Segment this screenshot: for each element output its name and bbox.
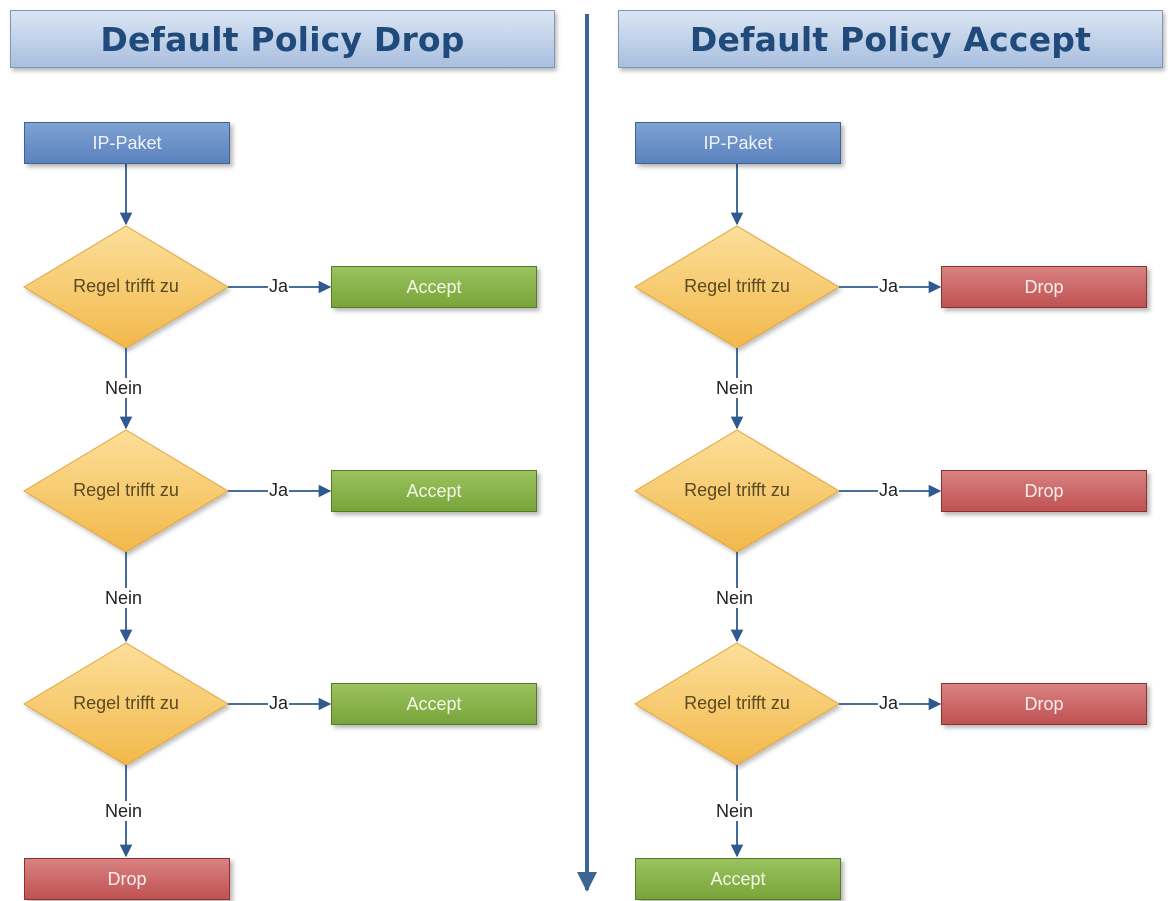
action-node-2-right: Drop xyxy=(941,470,1147,512)
default-action-node-left: Drop xyxy=(24,858,230,900)
action-node-1-right: Drop xyxy=(941,266,1147,308)
no-label-2-right: Nein xyxy=(715,588,755,608)
header-title-right: Default Policy Accept xyxy=(689,19,1092,59)
no-label-3-right: Nein xyxy=(715,801,755,821)
header-default-policy-drop: Default Policy Drop xyxy=(10,10,555,68)
action-label-1-right: Drop xyxy=(1024,276,1064,297)
no-label-1-right: Nein xyxy=(715,378,755,398)
action-label-1-left: Accept xyxy=(406,276,462,297)
action-node-3-left: Accept xyxy=(331,683,537,725)
no-label-1-left: Nein xyxy=(104,378,144,398)
rule-3-label-left: Regel trifft zu xyxy=(73,693,179,713)
yes-label-1-right: Ja xyxy=(878,276,900,296)
start-node-left: IP-Paket xyxy=(24,122,230,164)
rule-2-label-right: Regel trifft zu xyxy=(684,480,790,500)
action-node-1-left: Accept xyxy=(331,266,537,308)
start-node-label-left: IP-Paket xyxy=(92,132,162,153)
yes-label-2-left: Ja xyxy=(268,480,290,500)
rule-1-label-left: Regel trifft zu xyxy=(73,276,179,296)
no-label-3-left: Nein xyxy=(104,801,144,821)
yes-label-3-left: Ja xyxy=(268,693,290,713)
header-default-policy-accept: Default Policy Accept xyxy=(618,10,1163,68)
yes-label-3-right: Ja xyxy=(878,693,900,713)
default-action-node-right: Accept xyxy=(635,858,841,900)
rule-3-label-right: Regel trifft zu xyxy=(684,693,790,713)
default-action-label-left: Drop xyxy=(107,868,147,889)
yes-label-2-right: Ja xyxy=(878,480,900,500)
action-label-3-right: Drop xyxy=(1024,693,1064,714)
default-action-label-right: Accept xyxy=(710,868,766,889)
rule-1-label-right: Regel trifft zu xyxy=(684,276,790,296)
start-node-label-right: IP-Paket xyxy=(703,132,773,153)
rule-2-label-left: Regel trifft zu xyxy=(73,480,179,500)
no-label-2-left: Nein xyxy=(104,588,144,608)
action-label-2-left: Accept xyxy=(406,480,462,501)
action-node-3-right: Drop xyxy=(941,683,1147,725)
action-node-2-left: Accept xyxy=(331,470,537,512)
header-title-left: Default Policy Drop xyxy=(100,19,465,59)
yes-label-1-left: Ja xyxy=(268,276,290,296)
action-label-2-right: Drop xyxy=(1024,480,1064,501)
start-node-right: IP-Paket xyxy=(635,122,841,164)
action-label-3-left: Accept xyxy=(406,693,462,714)
